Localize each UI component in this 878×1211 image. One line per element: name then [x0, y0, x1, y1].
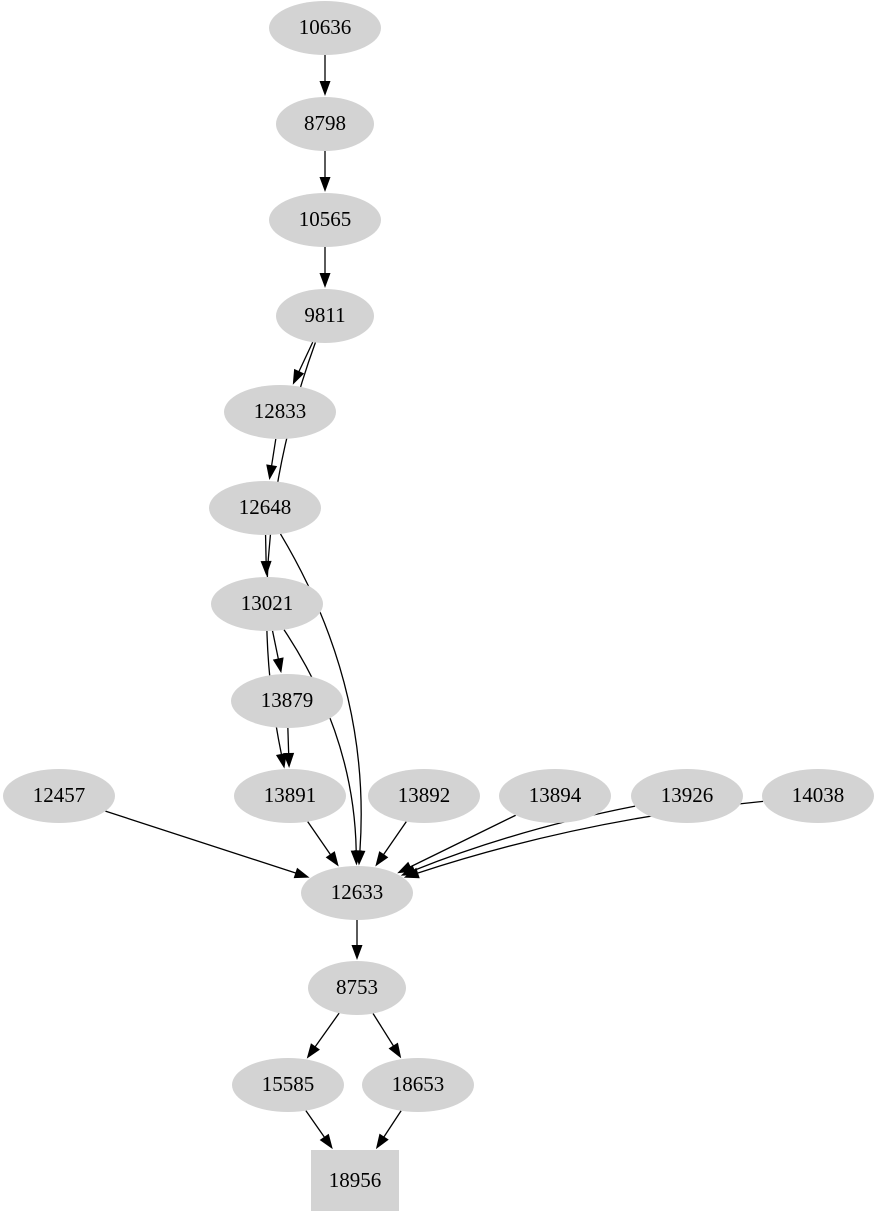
- edge-12648-to-13021: [264, 534, 267, 563]
- graph-node-14038[interactable]: 14038: [762, 769, 874, 823]
- graph-node-10636[interactable]: 10636: [269, 1, 381, 55]
- node-ellipse-13021[interactable]: [211, 577, 323, 631]
- node-ellipse-8753[interactable]: [308, 961, 406, 1015]
- graph-node-13879[interactable]: 13879: [231, 674, 343, 728]
- nodes-layer: 10636 8798 10565 9811 12833 12648 13021 13879 12…: [3, 1, 874, 1211]
- node-ellipse-12457[interactable]: [3, 769, 115, 823]
- edge-12457-to-12633: [105, 810, 298, 875]
- graph-node-12633[interactable]: 12633: [301, 866, 413, 920]
- graph-node-8798[interactable]: 8798: [276, 97, 374, 151]
- edge-12648-to-12633: [279, 533, 362, 851]
- node-ellipse-12833[interactable]: [224, 385, 336, 439]
- edge-13879-to-13891: [287, 727, 290, 755]
- edge-8753-to-18653: [372, 1013, 395, 1048]
- graph-node-12648[interactable]: 12648: [209, 481, 321, 535]
- node-ellipse-14038[interactable]: [762, 769, 874, 823]
- node-ellipse-13891[interactable]: [234, 769, 346, 823]
- graph-node-15585[interactable]: 15585: [232, 1058, 344, 1112]
- graph-node-18956[interactable]: 18956: [311, 1150, 399, 1211]
- graph-node-12833[interactable]: 12833: [224, 385, 336, 439]
- node-ellipse-13894[interactable]: [499, 769, 611, 823]
- edge-13021-to-13879: [271, 630, 280, 661]
- node-ellipse-12648[interactable]: [209, 481, 321, 535]
- node-ellipse-13892[interactable]: [368, 769, 480, 823]
- graph-node-10565[interactable]: 10565: [269, 193, 381, 247]
- node-ellipse-13926[interactable]: [631, 769, 743, 823]
- node-ellipse-8798[interactable]: [276, 97, 374, 151]
- graph-node-13891[interactable]: 13891: [234, 769, 346, 823]
- edge-13894-to-12633: [409, 814, 517, 868]
- edges-layer: [105, 55, 764, 1150]
- edge-12833-to-12648: [270, 438, 277, 467]
- graph-node-12457[interactable]: 12457: [3, 769, 115, 823]
- graph-node-13926[interactable]: 13926: [631, 769, 743, 823]
- graph-node-13021[interactable]: 13021: [211, 577, 323, 631]
- graph-node-13892[interactable]: 13892: [368, 769, 480, 823]
- edge-9811-to-12833: [297, 341, 314, 373]
- node-rect-18956[interactable]: [311, 1150, 399, 1211]
- node-ellipse-9811[interactable]: [276, 289, 374, 343]
- graph-node-8753[interactable]: 8753: [308, 961, 406, 1015]
- graph-node-9811[interactable]: 9811: [276, 289, 374, 343]
- edge-18653-to-18956: [382, 1110, 402, 1139]
- node-ellipse-13879[interactable]: [231, 674, 343, 728]
- edge-8753-to-15585: [314, 1012, 340, 1049]
- node-ellipse-18653[interactable]: [362, 1058, 474, 1112]
- node-ellipse-15585[interactable]: [232, 1058, 344, 1112]
- graph-node-13894[interactable]: 13894: [499, 769, 611, 823]
- node-ellipse-10565[interactable]: [269, 193, 381, 247]
- graph-node-18653[interactable]: 18653: [362, 1058, 474, 1112]
- node-ellipse-12633[interactable]: [301, 866, 413, 920]
- edge-13891-to-12633: [307, 821, 332, 856]
- edge-13926-to-12633: [414, 805, 636, 871]
- edge-13892-to-12633: [382, 821, 407, 856]
- edge-15585-to-18956: [305, 1110, 326, 1139]
- node-ellipse-10636[interactable]: [269, 1, 381, 55]
- edge-13021-to-12633: [283, 629, 357, 851]
